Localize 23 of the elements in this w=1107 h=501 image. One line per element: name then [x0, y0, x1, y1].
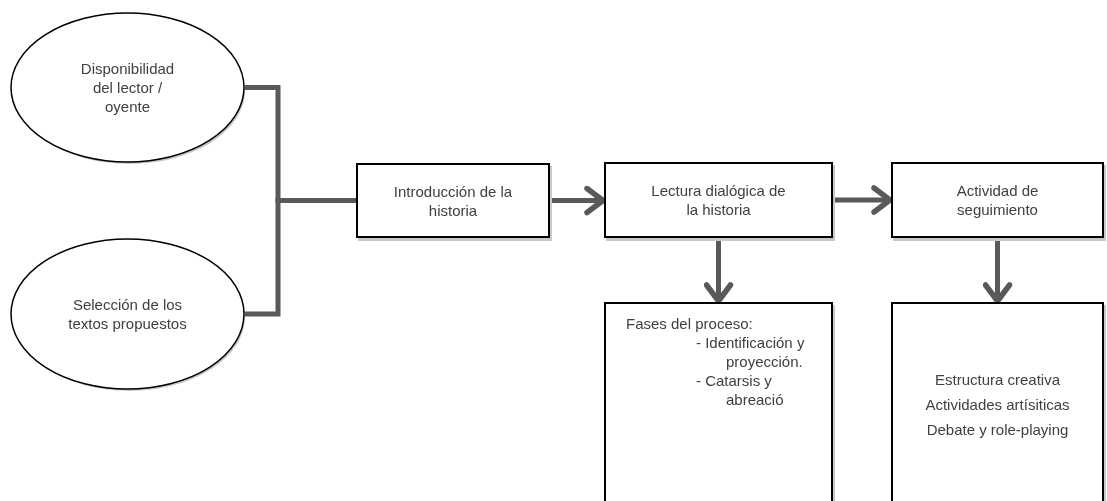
node-label: Actividades artísiticas	[924, 395, 1071, 414]
process-box	[604, 162, 833, 238]
list-box	[604, 302, 833, 501]
input-ellipse	[10, 12, 245, 163]
process-box	[356, 163, 550, 238]
node-label: Selección de los textos propuestos	[67, 295, 188, 333]
node-label: Disponibilidad del lector / oyente	[79, 59, 176, 116]
input-ellipse	[10, 238, 245, 390]
list-heading: Fases del proceso:	[626, 314, 754, 333]
node-label: Lectura dialógica de la historia	[650, 181, 787, 219]
node-label: Actividad de seguimiento	[955, 181, 1040, 219]
node-label: Debate y role-playing	[925, 420, 1070, 439]
list-item: - Catarsis y abreació	[696, 371, 785, 409]
process-box	[891, 302, 1104, 501]
arrow	[833, 185, 893, 215]
connector-line	[245, 198, 356, 317]
node-label: Estructura creativa	[933, 370, 1061, 389]
arrow	[703, 238, 734, 304]
arrow	[982, 238, 1013, 304]
node-label: Introducción de la historia	[392, 181, 514, 220]
process-box	[891, 162, 1104, 238]
list-item: - Identificación y proyección.	[696, 333, 806, 371]
arrow	[550, 185, 606, 216]
